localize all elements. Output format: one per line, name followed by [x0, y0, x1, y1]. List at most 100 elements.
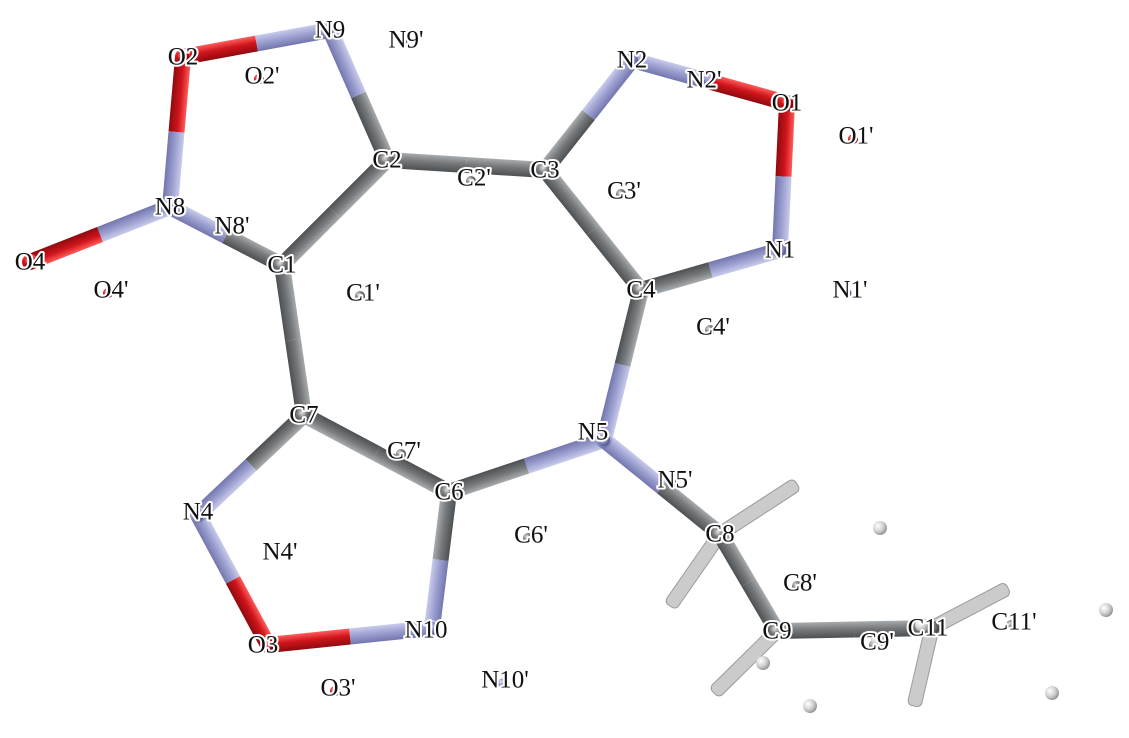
- atom-label-o4: O4: [15, 249, 46, 276]
- atom-c4: [634, 283, 648, 297]
- atom-label-c4-prime: C4': [696, 314, 730, 341]
- bond-half-o4: [27, 227, 103, 270]
- hydrogen-atom-5: [756, 656, 770, 670]
- bond-c1-c7: [274, 257, 312, 423]
- bond-half-n8: [97, 199, 173, 242]
- bond-half-c7: [300, 407, 381, 461]
- disordered-atom-c8-prime: [792, 581, 802, 591]
- atom-label-n5-prime: N5': [657, 467, 692, 494]
- hydrogen-atom-6: [871, 633, 885, 647]
- atom-label-n2-prime: N2': [686, 67, 721, 94]
- bond-half-c6: [372, 446, 453, 500]
- atom-label-o2: O2: [168, 44, 199, 71]
- disordered-atom-c2-prime: [466, 176, 476, 186]
- atom-n9: [324, 24, 336, 36]
- atom-label-c7-prime: C7': [387, 438, 421, 465]
- bond-half-c7: [245, 409, 310, 471]
- disordered-atom-n2-prime: [696, 78, 706, 88]
- bond-half-o2: [181, 35, 258, 65]
- atom-label-c8-prime: C8': [783, 570, 817, 597]
- bond-half-c4: [614, 288, 649, 367]
- atom-c8: [713, 527, 727, 541]
- bond-half-c8: [656, 480, 726, 541]
- bond-half-c9: [776, 621, 855, 639]
- bond-half-n8: [166, 199, 230, 244]
- bond-half-n4: [192, 459, 257, 521]
- disordered-atom-n5-prime: [667, 478, 677, 488]
- bond-half-c1: [222, 228, 286, 273]
- bond-c6-c7: [296, 407, 457, 500]
- disordered-atom-c1-prime: [355, 291, 365, 301]
- bond-half-c7: [285, 338, 312, 417]
- bond-half-o1: [775, 102, 795, 177]
- disordered-atom-o4-prime: [103, 288, 113, 298]
- hydrogen-atom-3: [1045, 686, 1059, 700]
- atom-label-c11: C11: [908, 615, 949, 642]
- bond-half-c2: [386, 152, 467, 173]
- atom-label-c2: C2: [372, 147, 401, 174]
- bond-half-o3: [225, 576, 276, 649]
- atom-label-n9: N9: [315, 17, 346, 44]
- atom-label-c3: C3: [530, 157, 559, 184]
- bond-half-n1: [772, 176, 792, 251]
- atom-label-c9-prime: C9': [860, 629, 894, 656]
- bond-half-c2: [351, 91, 395, 164]
- hydrogen-atom-7: [915, 618, 929, 632]
- atom-label-n4: N4: [183, 499, 214, 526]
- bond-half-n4: [190, 511, 241, 584]
- atom-label-c11-prime: C11': [991, 609, 1036, 636]
- bond-half-c3: [538, 165, 600, 235]
- atom-label-c8: C8: [705, 521, 734, 548]
- disordered-atom-c6-prime: [523, 533, 533, 543]
- atom-c9: [770, 624, 784, 638]
- bond-half-n5: [596, 363, 631, 442]
- bond-o2-n8: [162, 49, 191, 215]
- bond-half-c3: [465, 157, 546, 178]
- bond-half-n9: [322, 26, 366, 99]
- bond-half-n8: [162, 131, 185, 208]
- bond-half-n2: [629, 52, 712, 90]
- disordered-atom-n1-prime: [842, 288, 852, 298]
- disordered-atom-o3-prime: [330, 686, 340, 696]
- bond-half-n1: [708, 242, 783, 278]
- atom-o2: [177, 51, 189, 63]
- bond-half-o2: [168, 56, 191, 133]
- atom-label-o3-prime: O3': [320, 675, 355, 702]
- bond-half-n5: [523, 432, 607, 474]
- atom-label-c3-prime: C3': [607, 178, 641, 205]
- bond-half-o3: [267, 628, 351, 653]
- atom-label-n4-prime: N4': [262, 539, 297, 566]
- atom-label-c1: C1: [267, 252, 296, 279]
- atom-label-c2-prime: C2': [457, 165, 491, 192]
- atom-label-c1-prime: C1': [346, 280, 380, 307]
- bond-half-n9: [255, 22, 332, 52]
- bond-half-n2: [582, 55, 639, 120]
- disordered-atom-c4-prime: [705, 325, 715, 335]
- atom-label-n1-prime: N1': [832, 277, 867, 304]
- atom-label-n10: N10: [404, 617, 447, 644]
- atom-label-o1-prime: O1': [838, 123, 873, 150]
- disordered-atom-n8-prime: [224, 224, 234, 234]
- atom-n5: [598, 434, 610, 446]
- atom-o4: [24, 256, 36, 268]
- bond-half-c6: [432, 491, 457, 561]
- disordered-atom-n10-prime: [497, 678, 507, 688]
- atom-label-c6: C6: [434, 479, 463, 506]
- bond-half-o1: [707, 73, 790, 111]
- bond-half-c1: [276, 206, 341, 271]
- atom-o1: [781, 97, 793, 109]
- disordered-atom-o2-prime: [254, 74, 264, 84]
- disordered-atom-n9-prime: [398, 38, 408, 48]
- atom-label-n8: N8: [155, 194, 186, 221]
- atom-label-c4: C4: [626, 277, 656, 304]
- disordered-atom-o1-prime: [848, 134, 858, 144]
- atom-n4: [192, 509, 204, 521]
- atom-c6: [442, 485, 456, 499]
- atom-n1: [774, 244, 786, 256]
- disordered-atom-n4-prime: [272, 550, 282, 560]
- bond-half-c3: [538, 110, 595, 175]
- atom-c1: [275, 258, 289, 272]
- bond-half-n5: [598, 433, 668, 494]
